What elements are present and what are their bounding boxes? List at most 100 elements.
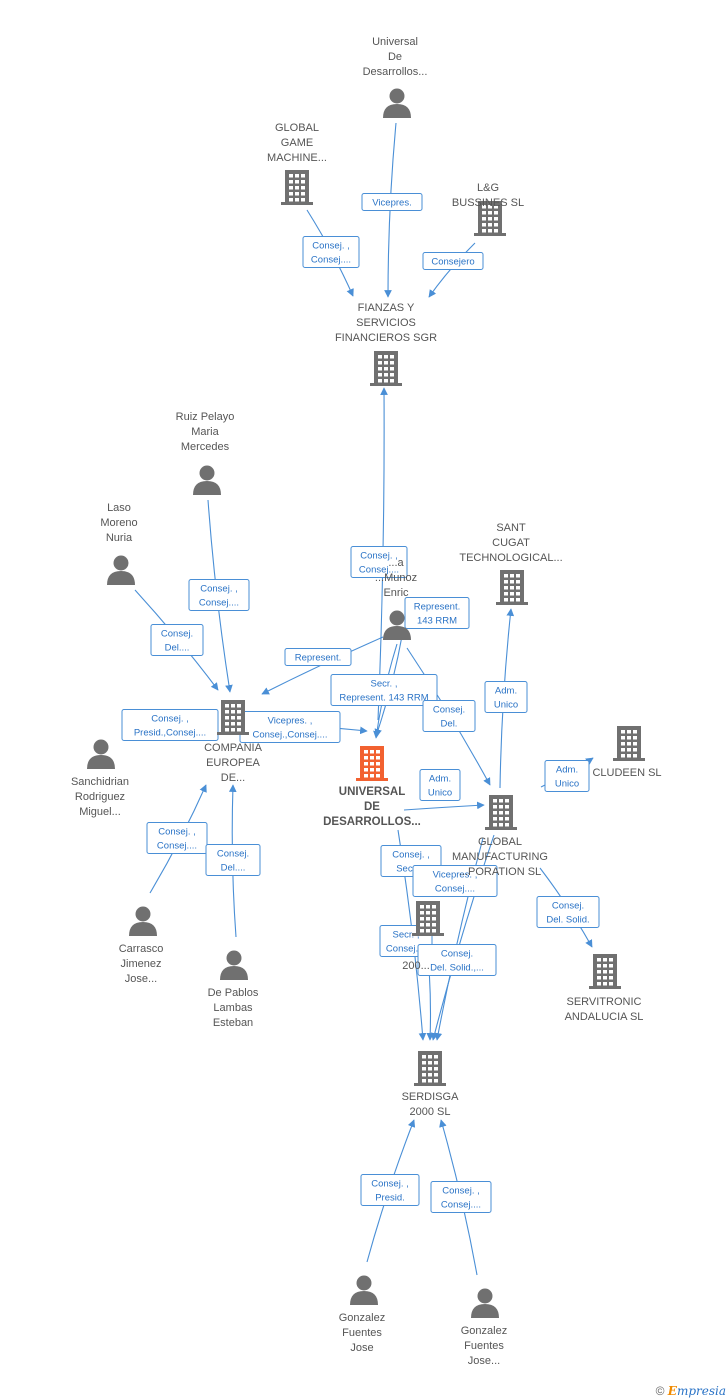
edge-label-lg_bussines-to-fianzas[interactable]: Consejero (422, 252, 484, 270)
edge-label-text: Consej.... (199, 598, 239, 609)
node-carrasco[interactable]: CarrascoJimenezJose... (119, 906, 164, 986)
node-label-line: ...Munoz (375, 572, 417, 584)
node-label-line: MACHINE... (267, 152, 327, 164)
node-label-line: SANT (496, 522, 526, 534)
node-mid_company[interactable]: 200... (402, 901, 444, 972)
edge-label-text: 143 RRM (417, 616, 457, 627)
brand-logo[interactable]: Empresia (668, 1384, 726, 1398)
edge-label-global_mfg-to-serdisga[interactable]: Consej.Del. Solid.,... (417, 944, 497, 976)
node-label-line: TECHNOLOGICAL... (459, 552, 562, 564)
node-label-line: UNIVERSAL (339, 786, 405, 798)
node-universal_top[interactable]: UniversalDeDesarrollos... (363, 36, 428, 118)
node-sant_cugat[interactable]: SANT CUGAT TECHNOLOGICAL... (459, 522, 563, 605)
edge-label-enric-to-global_mfg[interactable]: Consej.Del. (422, 700, 476, 732)
node-compania[interactable]: COMPANIA EUROPEA DE... (204, 700, 263, 784)
edge-label-box (404, 597, 470, 629)
edge-label-depablos-to-compania[interactable]: Consej.Del.... (205, 844, 261, 876)
edge-label-laso-to-compania[interactable]: Consej.Del.... (150, 624, 204, 656)
edge-label-enric-to-compania[interactable]: Represent. (284, 648, 352, 666)
node-label-line: GLOBAL (478, 836, 522, 848)
edge-label-carrasco-to-compania[interactable]: Consej. ,Consej.... (146, 822, 208, 854)
node-label-line: BUSSINES SL (452, 197, 524, 209)
edge-label-sanchidrian-to-compania[interactable]: Consej. , Presid.,Consej.... (121, 709, 219, 741)
node-label-line: DE... (221, 772, 245, 784)
copyright-symbol: © (655, 1384, 665, 1398)
edge-label-text: Consej. , (392, 850, 430, 861)
person-icon (107, 555, 135, 585)
node-label-line: COMPANIA (204, 742, 263, 754)
node-universal_main[interactable]: UNIVERSALDEDESARROLLOS... (323, 746, 421, 828)
edge-label-ruiz-to-compania[interactable]: Consej. ,Consej.... (188, 579, 250, 611)
building-icon (356, 746, 388, 781)
edge-label-text: Consej. , (151, 714, 189, 725)
edge-label-gonzalez1-to-serdisga[interactable]: Consej. ,Presid. (360, 1174, 420, 1206)
edge-label-text: Consej.... (359, 565, 399, 576)
edge-label-global_mfg-to-servitronic[interactable]: Consej.Del. Solid. (536, 896, 600, 928)
node-label-line: Enric (383, 587, 409, 599)
node-label-line: Jimenez (121, 958, 162, 970)
edge-label-text: Del.... (165, 643, 190, 654)
edge-label-compania-to-universal_main[interactable]: Vicepres. ,Consej.,Consej.... (239, 711, 341, 743)
edge-label-text: Unico (428, 788, 452, 799)
node-label-line: ...a (388, 557, 404, 569)
edge-label-box (417, 944, 497, 976)
node-label-line: Gonzalez (339, 1312, 385, 1324)
edge-label-enric-to-universal_main[interactable]: Secr. ,Represent. 143 RRM (330, 674, 438, 706)
edge-label-box (430, 1181, 492, 1213)
edge-label-text: Consej. (433, 705, 465, 716)
node-label-line: De (388, 51, 402, 63)
edge-label-enric-to-universal_main[interactable]: Represent.143 RRM (404, 597, 470, 629)
edge-label-global_mfg-to-sant_cugat[interactable]: Adm.Unico (484, 681, 528, 713)
node-label-line: CUGAT (492, 537, 530, 549)
node-sanchidrian[interactable]: SanchidrianRodriguezMiguel... (71, 739, 129, 819)
edge-global_mfg-to-serdisga (431, 834, 495, 1041)
edge-label-universal_main-to-global_mfg[interactable]: Adm. Unico (419, 769, 461, 801)
node-global_game[interactable]: GLOBALGAMEMACHINE... (267, 122, 327, 205)
edge-label-box (350, 546, 408, 578)
edge-label-box (536, 896, 600, 928)
edge-label-text: Secr. , (371, 679, 398, 690)
edge-label-global_mfg-to-serdisga[interactable]: Vicepres. ,Consej.... (412, 865, 498, 897)
edge-label-box (284, 648, 352, 666)
node-label-line: Carrasco (119, 943, 164, 955)
edge-label-gonzalez2-to-serdisga[interactable]: Consej. ,Consej.... (430, 1181, 492, 1213)
brand-initial: E (667, 1384, 677, 1398)
node-label-line: Laso (107, 502, 131, 514)
edge-universal_main-to-global_mfg (403, 801, 485, 811)
edge-label-global_game-to-fianzas[interactable]: Consej. ,Consej.... (302, 236, 360, 268)
edge-label-box (360, 1174, 420, 1206)
building-icon (281, 170, 313, 205)
node-gonzalez2[interactable]: GonzalezFuentesJose... (461, 1288, 507, 1368)
node-label-line: EUROPEA (206, 757, 260, 769)
person-icon (383, 88, 411, 118)
edge-label-box (484, 681, 528, 713)
edge-label-text: Presid.,Consej.... (134, 728, 206, 739)
edge-label-box (412, 865, 498, 897)
node-label-line: CLUDEEN SL (592, 767, 661, 779)
node-label-line: SERVICIOS (356, 317, 416, 329)
edge-label-text: Unico (555, 779, 579, 790)
edge-label-universal_top-to-fianzas[interactable]: Vicepres. (361, 193, 423, 211)
node-label-line: Fuentes (342, 1327, 382, 1339)
node-label-line: GLOBAL (275, 122, 319, 134)
edge-label-universal_main-to-fianzas[interactable]: Consej. , Consej.... (350, 546, 408, 578)
edge-label-text: Consej. , (360, 551, 398, 562)
edge-label-text: Del.... (221, 863, 246, 874)
node-label-line: Esteban (213, 1017, 253, 1029)
node-cludeen[interactable]: CLUDEEN SL (592, 726, 662, 779)
edge-label-box (330, 674, 438, 706)
edge-label-text: Consej. , (312, 241, 350, 252)
building-icon (414, 1051, 446, 1086)
edge-label-global_mfg-to-cludeen[interactable]: Adm.Unico (544, 760, 590, 792)
edge-label-text: Adm. (429, 774, 451, 785)
